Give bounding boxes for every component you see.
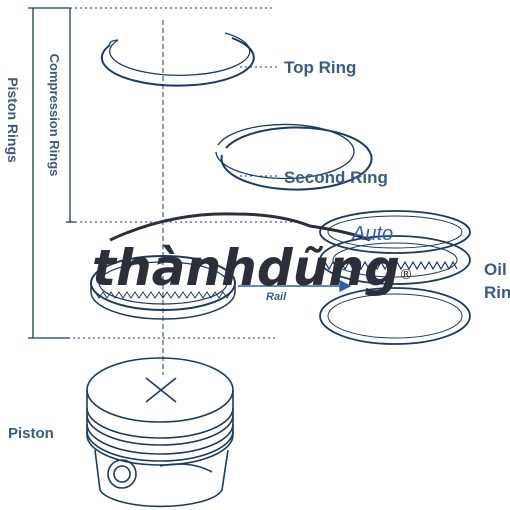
rail-label: Rail (266, 291, 287, 303)
oil-ring-label: Oil Ring (484, 260, 510, 302)
oil-ring-assembled (90, 255, 236, 320)
second-ring (215, 123, 373, 191)
piston (86, 357, 234, 508)
oil-ring-label-line1: Oil (484, 260, 507, 279)
second-ring-label: Second Ring (284, 168, 388, 187)
top-ring-label: Top Ring (284, 58, 356, 77)
piston-rings-label: Piston Rings (5, 77, 21, 163)
piston-label: Piston (8, 425, 54, 442)
oil-ring-exploded (319, 210, 471, 345)
extension-lines (33, 7, 300, 339)
oil-ring-label-line2: Ring (484, 283, 510, 302)
rail-arrow (238, 279, 352, 293)
watermark-sub: Auto (351, 223, 393, 245)
car-silhouette-icon (109, 212, 371, 242)
compression-rings-label: Compression Rings (47, 54, 62, 177)
watermark-brand: thànhdũng (92, 239, 400, 297)
top-ring (100, 32, 255, 87)
watermark-registered-mark: ® (399, 267, 413, 283)
watermark-logo: thànhdũng Auto ® (92, 212, 413, 297)
compression-rings-bracket (66, 8, 75, 223)
